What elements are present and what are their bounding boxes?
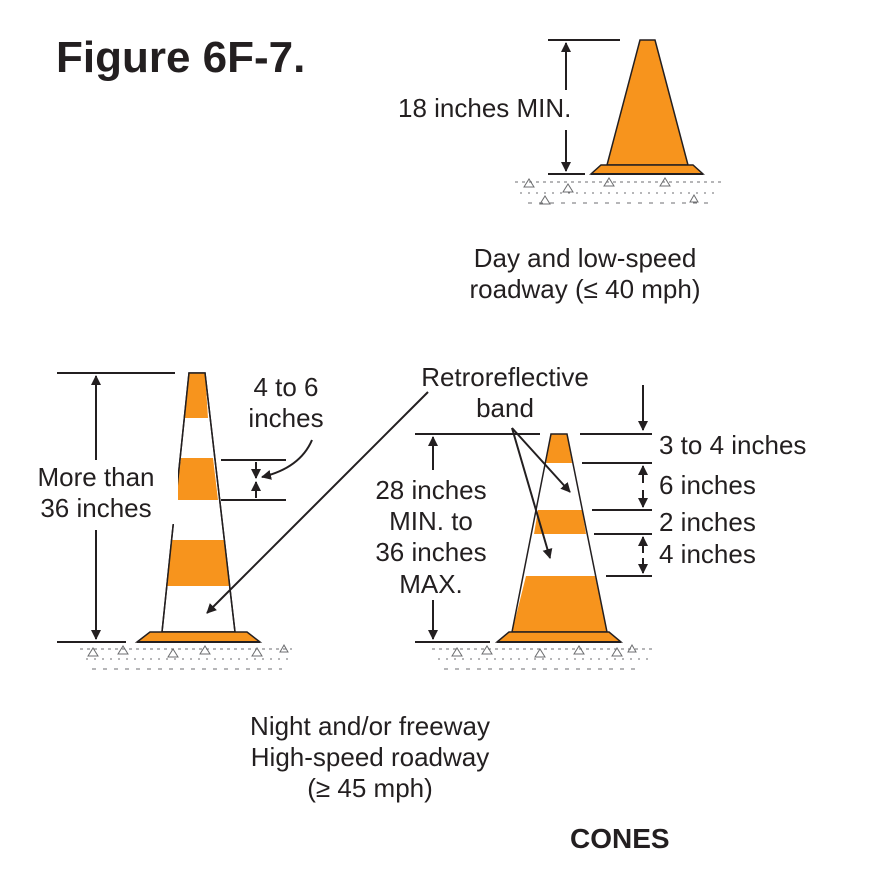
band-width-label: 4 to 6 inches [224, 372, 348, 434]
day-cone-body [606, 39, 689, 166]
tall-cone-band-top [185, 373, 208, 418]
night-caption-line2: High-speed roadway [250, 742, 490, 773]
tall-cone-base [134, 631, 263, 643]
ground-bottom-left [80, 643, 292, 670]
day-cone-base [589, 164, 705, 175]
band-width-line2: inches [248, 403, 324, 434]
tall-cone-band-1 [176, 458, 218, 500]
dim-6-label: 6 inches [659, 470, 756, 500]
day-height-label: 18 inches MIN. [398, 93, 572, 123]
medium-cone [415, 385, 652, 670]
medium-height-line2: MIN. to [389, 506, 473, 537]
medium-height-line3: 36 inches [375, 537, 487, 568]
figure-caption: CONES [570, 823, 670, 854]
retroreflective-leaders [206, 391, 571, 614]
retroreflective-line1: Retroreflective [421, 362, 589, 392]
medium-cone-band-top [546, 434, 572, 463]
medium-cone-band-1 [534, 510, 586, 534]
night-caption: Night and/or freeway High-speed roadway … [200, 711, 540, 805]
band-width-leader [261, 439, 313, 480]
dim-4-label: 4 inches [659, 539, 756, 569]
tall-height-line2: 36 inches [40, 493, 152, 524]
tall-cone [57, 372, 313, 670]
figure-title: Figure 6F-7. [56, 33, 306, 82]
medium-height-line1: 28 inches [375, 475, 487, 505]
medium-height-line4: MAX. [399, 568, 463, 599]
tall-height-line1: More than [37, 462, 155, 492]
retroreflective-line2: band [476, 393, 534, 424]
day-caption: Day and low-speed roadway (≤ 40 mph) [420, 243, 750, 305]
ground-bottom-right [432, 643, 652, 670]
day-caption-line2: roadway (≤ 40 mph) [469, 274, 701, 305]
day-cone [515, 39, 722, 205]
dim-2-label: 2 inches [659, 507, 756, 537]
night-caption-line1: Night and/or freeway [250, 711, 490, 741]
day-caption-line1: Day and low-speed [473, 243, 697, 273]
ground-top [515, 177, 722, 205]
tall-cone-band-2 [167, 540, 229, 586]
medium-cone-base [494, 631, 624, 643]
band-width-line1: 4 to 6 [253, 372, 319, 402]
dim-3-to-4-label: 3 to 4 inches [659, 430, 807, 460]
retroreflective-label: Retroreflective band [395, 362, 615, 424]
medium-height-label: 28 inches MIN. to 36 inches MAX. [356, 475, 506, 600]
tall-height-label: More than 36 inches [14, 462, 178, 525]
medium-cone-band-2 [512, 576, 607, 632]
night-caption-line3: (≥ 45 mph) [307, 773, 433, 804]
